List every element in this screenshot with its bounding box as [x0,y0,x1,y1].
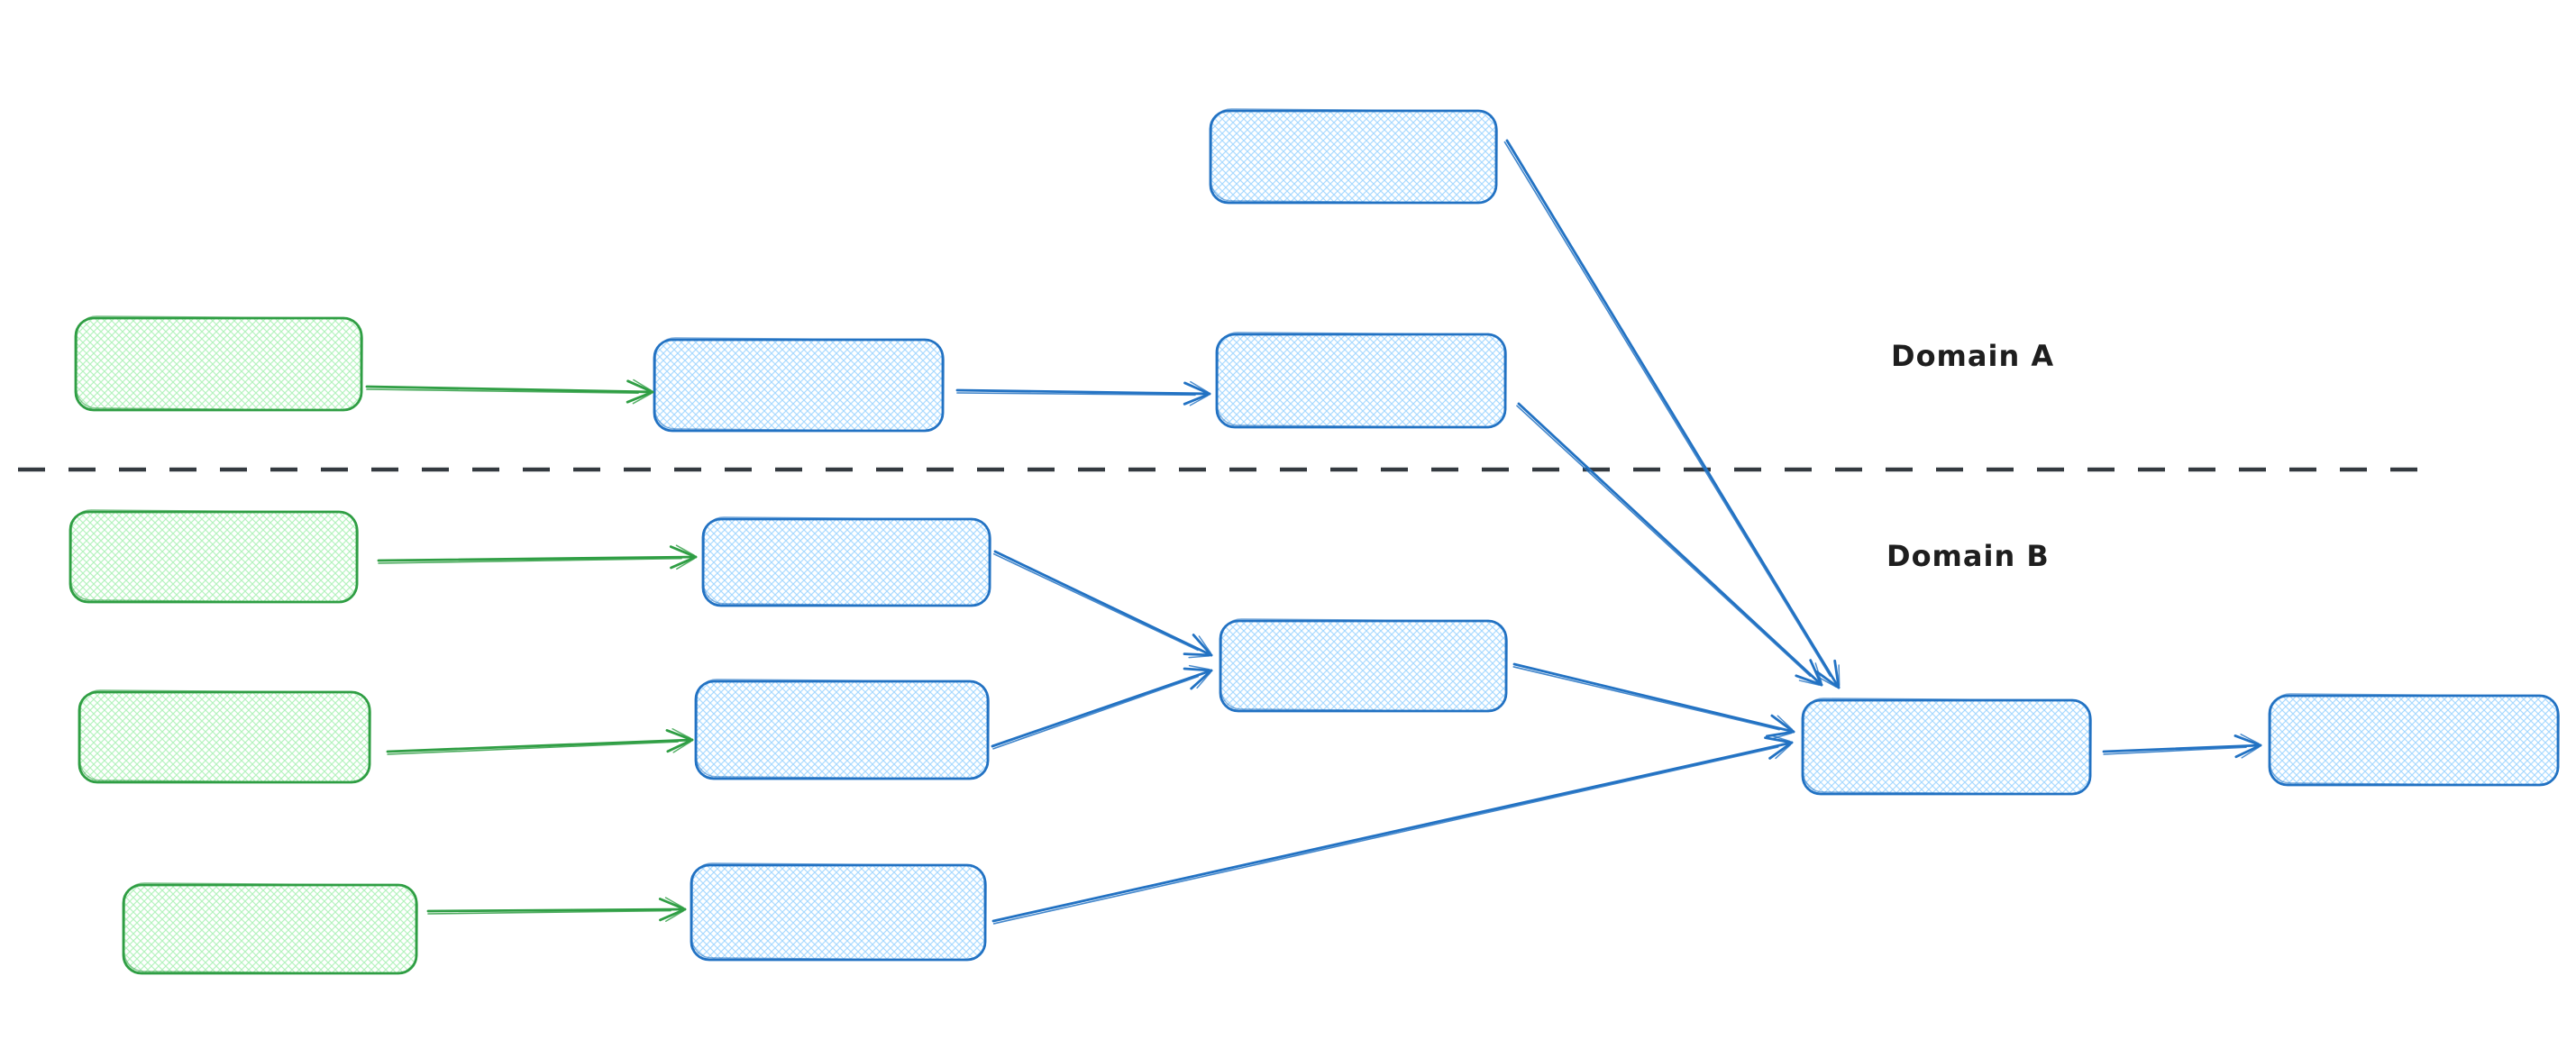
arrow-blue-mid-to-converge [1512,662,1795,740]
node-blue-final [2268,693,2560,787]
arrow-green-b3-to-blue-b3 [426,897,687,922]
node-blue-b2 [694,679,990,780]
arrow-blue-b3-to-converge [991,734,1794,925]
node-blue-mid [1219,618,1508,713]
node-blue-a2 [1215,332,1507,429]
node-blue-b1 [701,516,991,607]
arrow-green-a-to-blue-a1 [365,379,654,405]
arrow-blue-converge-to-final [2102,734,2262,759]
node-blue-b3 [690,862,987,962]
arrow-blue-a1-to-a2 [955,380,1211,406]
node-blue-converge [1801,698,2092,796]
arrow-blue-a2-to-converge [1516,402,1823,687]
domain-a-label: Domain A [1891,339,2054,373]
arrow-blue-b1-to-mid [992,550,1213,659]
node-green-source-b2 [78,689,371,784]
node-green-source-b1 [69,509,359,604]
node-green-source-a [74,315,363,412]
arrow-green-b2-to-blue-b2 [386,728,694,755]
arrow-blue-top-to-converge [1503,139,1841,689]
arrow-green-b1-to-blue-b1 [377,544,698,570]
arrow-blue-b2-to-mid [991,664,1213,750]
node-blue-a1 [653,337,945,433]
node-green-source-b3 [122,882,418,975]
node-blue-top [1209,108,1498,205]
domain-b-label: Domain B [1886,539,2050,573]
